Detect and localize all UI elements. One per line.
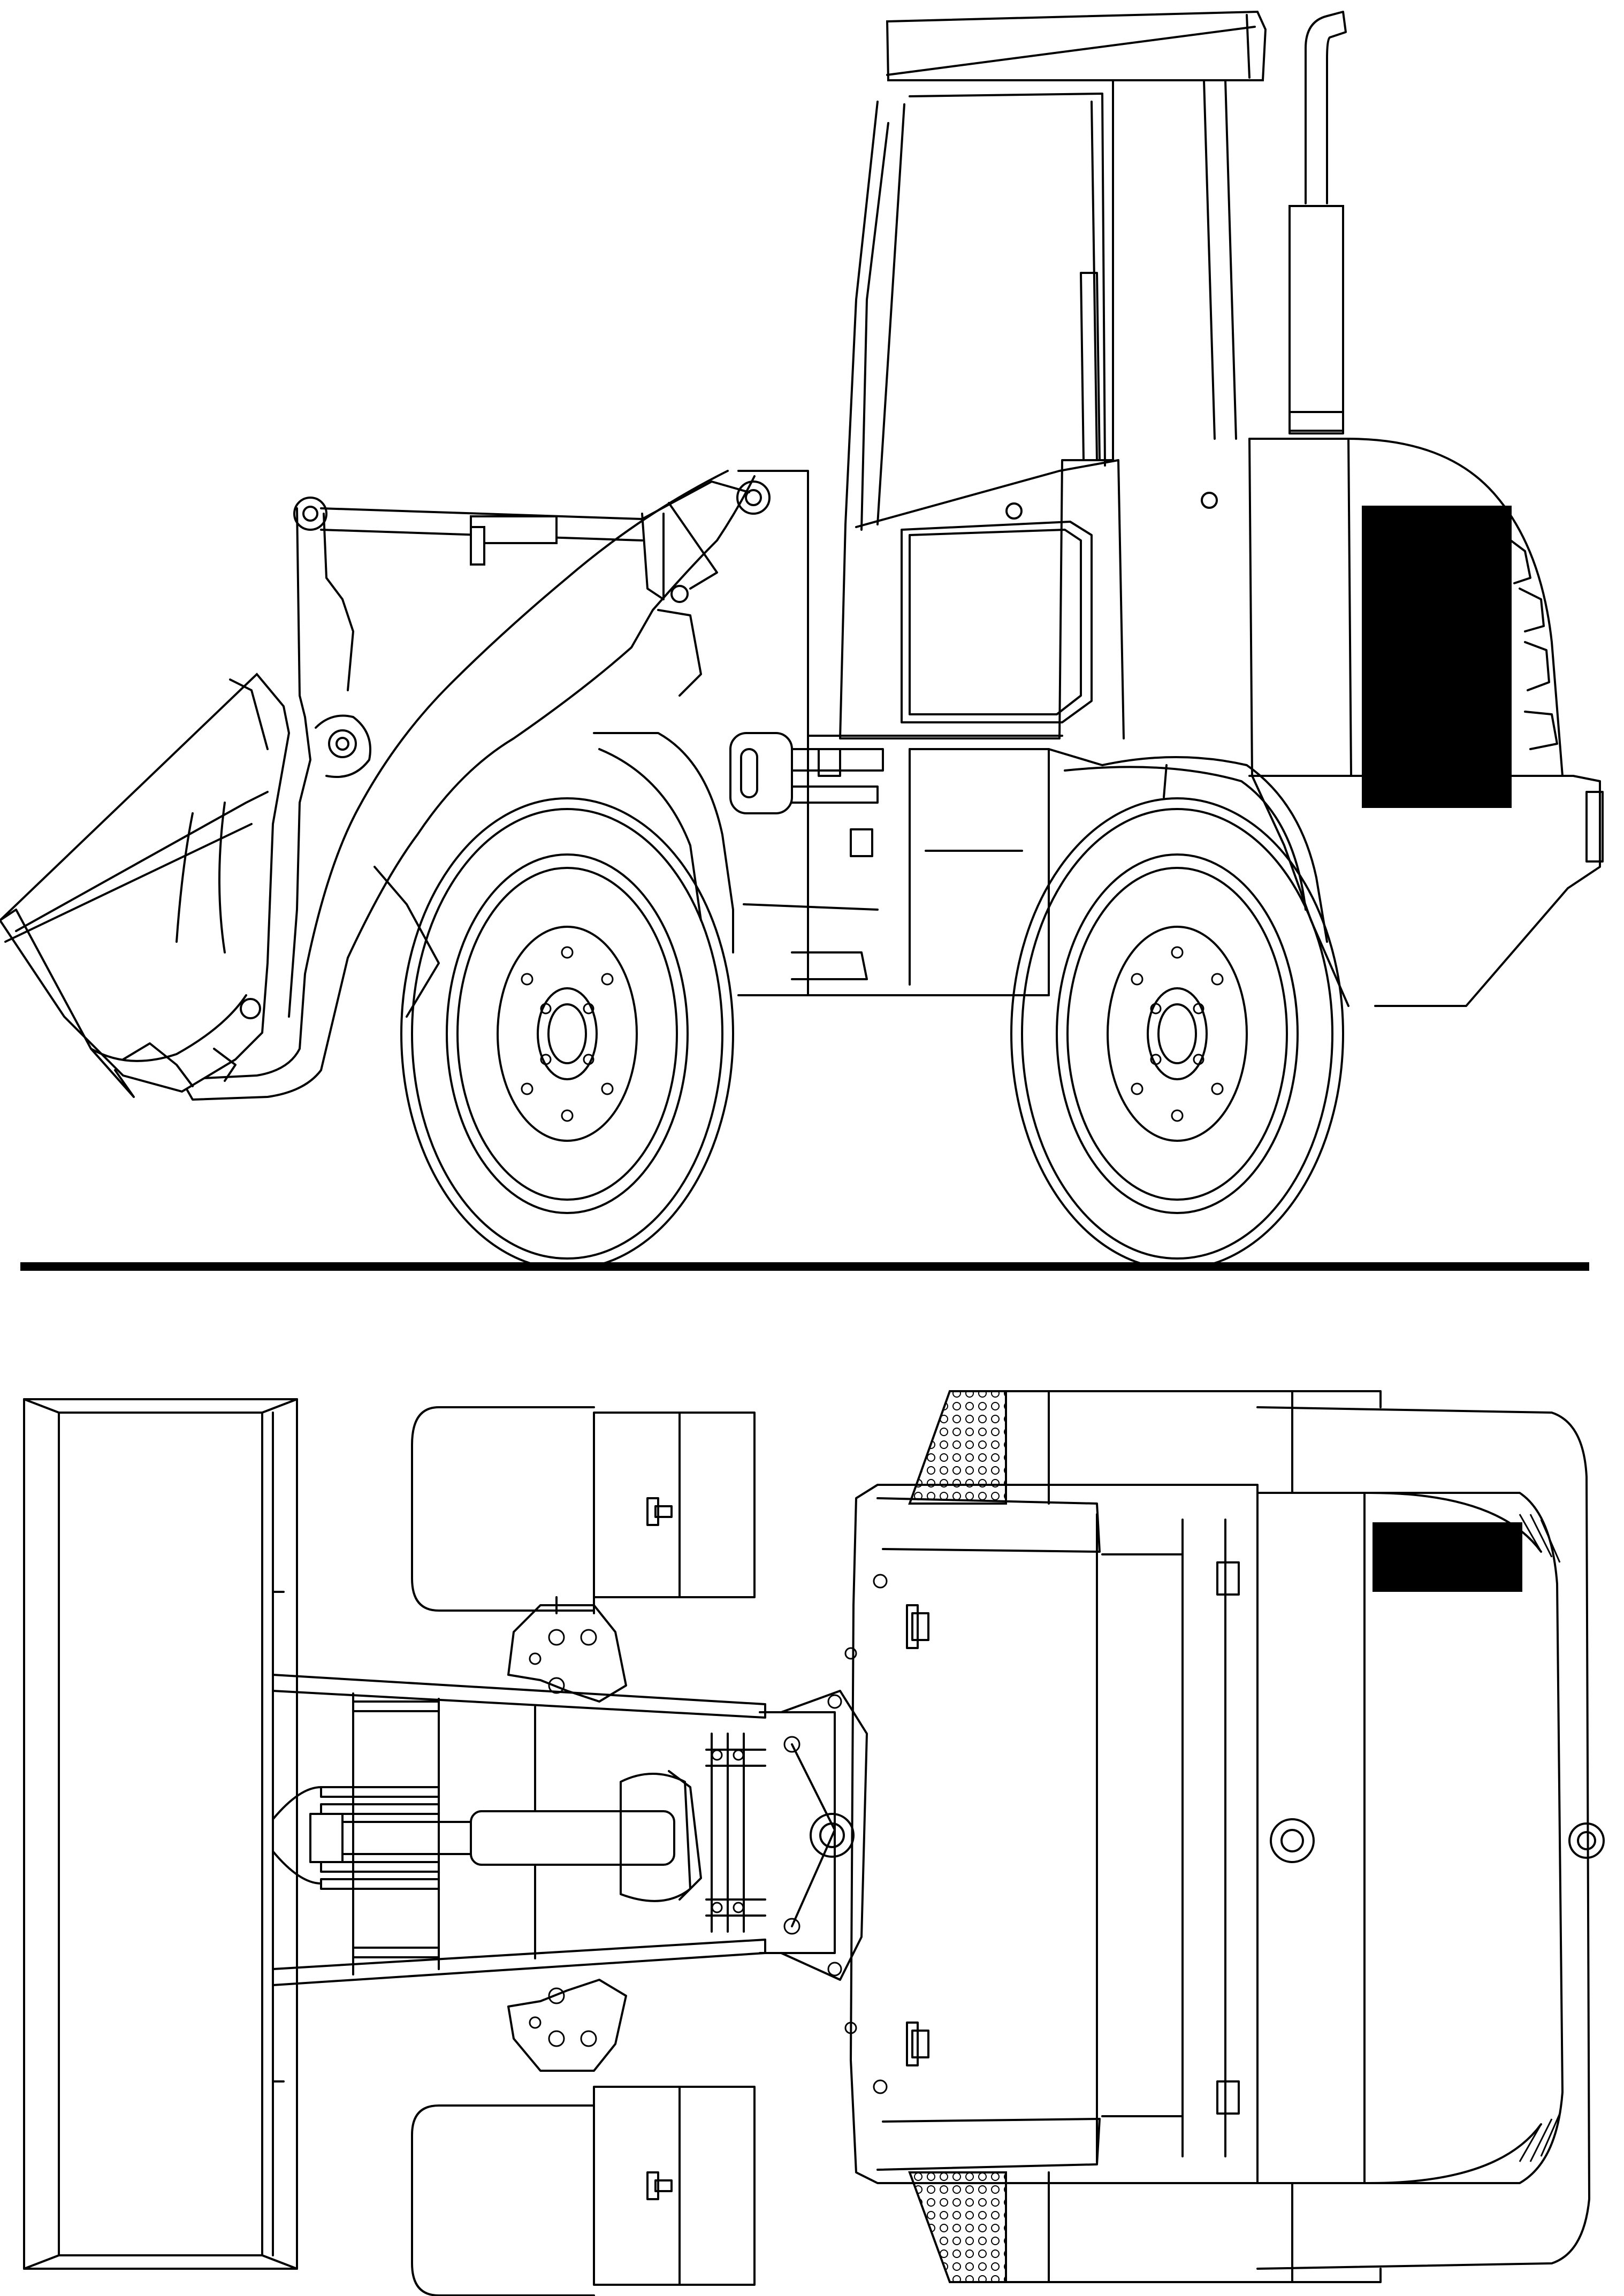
rear-fender [1048,748,1328,943]
redaction-block [1362,506,1512,808]
front-fender [593,732,734,954]
front-axle-hubs [507,1604,627,2072]
engine-hood [1248,438,1574,808]
top-view-drawing [23,1390,1605,2296]
side-view [0,10,1604,1271]
redaction-block-top [1373,1522,1522,1592]
cab-roof [886,10,1267,81]
articulation-joint [705,1690,868,1981]
tilt-cylinder-top [309,1770,702,1902]
front-wheel [400,797,734,1270]
tilt-cylinder [293,497,689,603]
rear-body-top [844,1484,1259,2184]
cab-lower-window [909,529,1082,715]
bucket-linkage [288,507,440,1018]
chassis [729,470,1063,996]
bucket [0,673,291,1098]
rear-wheel [1010,797,1344,1270]
side-view-drawing [0,10,1604,1271]
exhaust-stack [1288,11,1347,434]
cab [839,79,1237,739]
engine-hood-top [1256,1406,1605,2270]
rear-fenders-top [908,1390,1382,2283]
bucket-top [23,1398,298,2270]
lift-arms-top [272,1674,766,1986]
front-wheels-top [411,1406,756,2296]
top-view [0,1359,1624,2296]
counterweight [1248,775,1604,1007]
lift-arm [181,470,771,1101]
